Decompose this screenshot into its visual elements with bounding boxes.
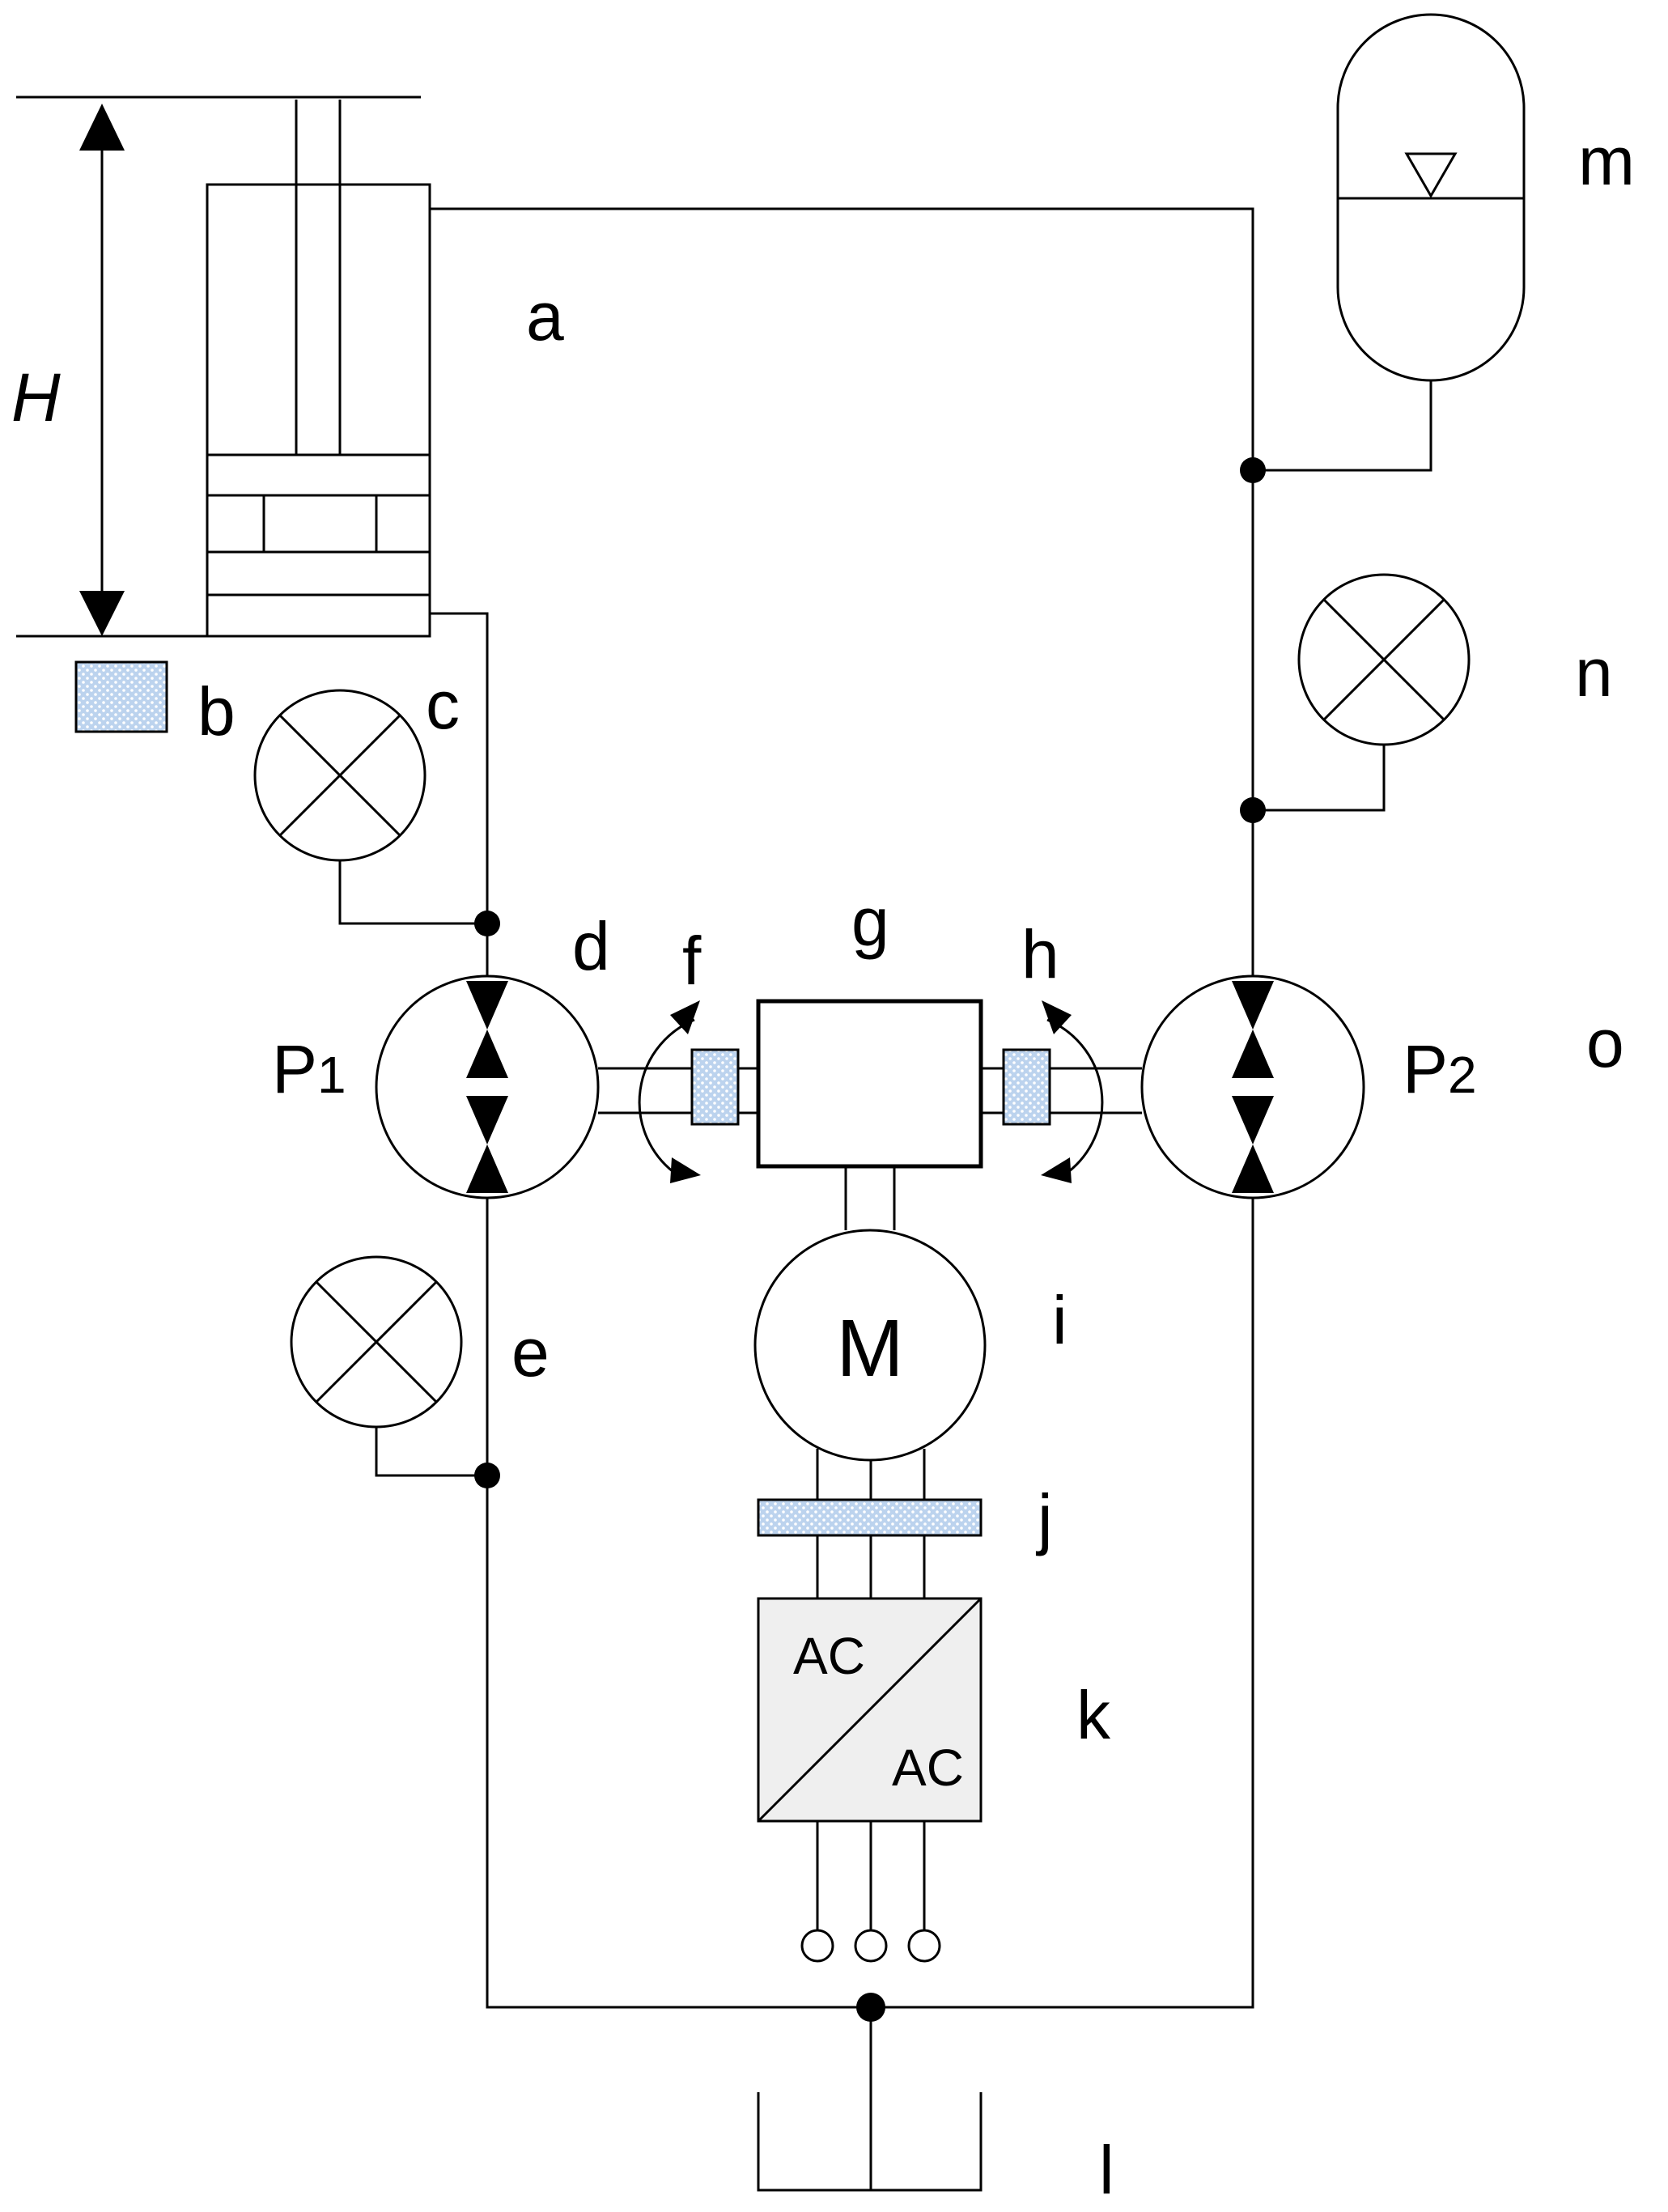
converter-input-label: AC [793,1627,865,1685]
label-pump-p1: P1 [272,1031,346,1107]
label-k: k [1076,1677,1111,1753]
junction-dot [1240,457,1266,483]
converter-output-label: AC [892,1739,964,1797]
rotation-arrow-left [638,1000,701,1183]
gearbox [756,999,983,1169]
stroke-arrow [79,104,125,636]
fluid-level-icon [1404,152,1458,199]
label-h: h [1021,916,1059,992]
label-l: l [1099,2132,1114,2208]
label-f: f [682,923,702,999]
motor-symbol: M [836,1303,903,1394]
frequency-converter: AC AC [757,1597,983,1823]
label-i: i [1052,1282,1067,1358]
electric-motor: M [753,1229,987,1462]
junction-dot [856,1993,885,2022]
label-c: c [426,667,460,743]
hydraulic-cylinder [16,96,431,638]
power-supply-terminals [800,1821,941,1963]
position-sensor [74,660,168,733]
label-a: a [526,278,564,355]
label-d: d [572,908,610,984]
label-b: b [197,673,236,749]
current-sensor [757,1498,983,1537]
pressure-gauge-c [253,689,427,862]
torque-sensor-h [1002,1048,1051,1126]
component-labels: a b c d e f g h i j k l m n o H P1 P2 [11,123,1635,2208]
junction-dot [474,1463,500,1488]
label-stroke-h: H [11,359,61,435]
pump-p2 [1140,974,1365,1199]
label-m: m [1578,123,1635,199]
label-pump-p2: P2 [1403,1031,1477,1107]
oil-tank [757,2092,983,2192]
junction-dot [474,911,500,936]
torque-sensor-f [690,1048,740,1126]
pressure-gauge-e [290,1255,463,1429]
label-n: n [1575,635,1613,711]
label-o: o [1586,1005,1624,1081]
junction-dot [1240,797,1266,823]
rotation-arrow-right [1041,1000,1104,1183]
pump-p1 [375,974,600,1199]
pressure-gauge-n [1297,573,1471,746]
hydraulic-lines [338,207,1432,2190]
junction-points [474,457,1266,2022]
label-j: j [1035,1480,1053,1556]
label-g: g [851,884,889,960]
label-e: e [511,1314,550,1390]
accumulator [1336,13,1526,382]
